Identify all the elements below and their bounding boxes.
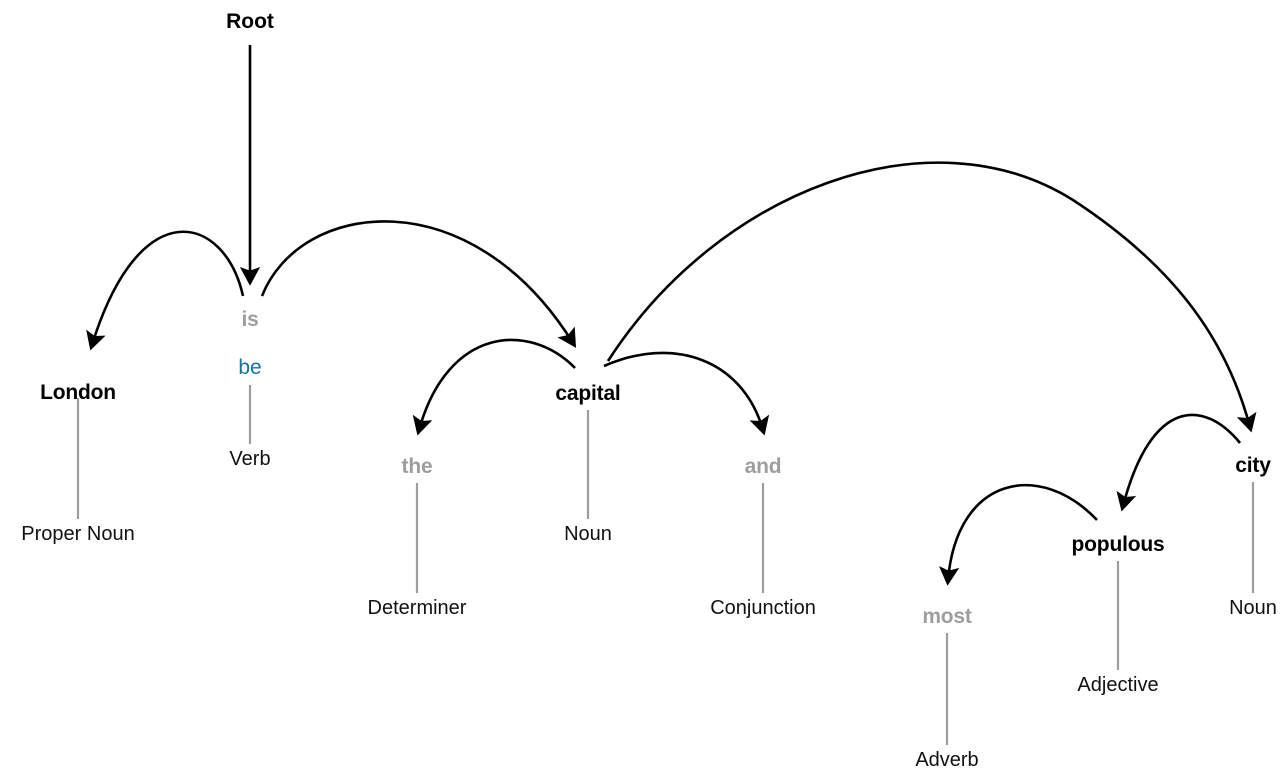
pos-is: Verb: [229, 448, 271, 470]
word-capital[interactable]: capital: [555, 382, 621, 405]
stem-group: [76, 385, 1255, 745]
word-london[interactable]: London: [40, 381, 116, 404]
word-most[interactable]: most: [922, 605, 972, 628]
word-city[interactable]: city: [1235, 454, 1271, 477]
word-the[interactable]: the: [401, 455, 433, 478]
root-label: Root: [226, 10, 274, 33]
pos-city: Noun: [1229, 597, 1277, 619]
edge-populous-most: [939, 484, 1098, 586]
edge-group: [86, 45, 1257, 586]
edge-capital-and: [603, 351, 770, 436]
edge-capital-the: [412, 338, 576, 436]
word-populous[interactable]: populous: [1071, 533, 1165, 556]
pos-and: Conjunction: [710, 597, 816, 619]
pos-most: Adverb: [915, 749, 979, 771]
edge-is-london: [86, 230, 245, 351]
edge-capital-city: [606, 161, 1257, 433]
pos-london: Proper Noun: [21, 523, 135, 545]
lemma-is: be: [238, 356, 262, 379]
word-is[interactable]: is: [241, 308, 259, 331]
word-and[interactable]: and: [744, 455, 782, 478]
pos-the: Determiner: [367, 597, 467, 619]
edge-city-populous: [1116, 413, 1242, 512]
pos-populous: Adjective: [1077, 674, 1159, 696]
pos-capital: Noun: [564, 523, 612, 545]
edge-is-capital: [260, 220, 577, 348]
